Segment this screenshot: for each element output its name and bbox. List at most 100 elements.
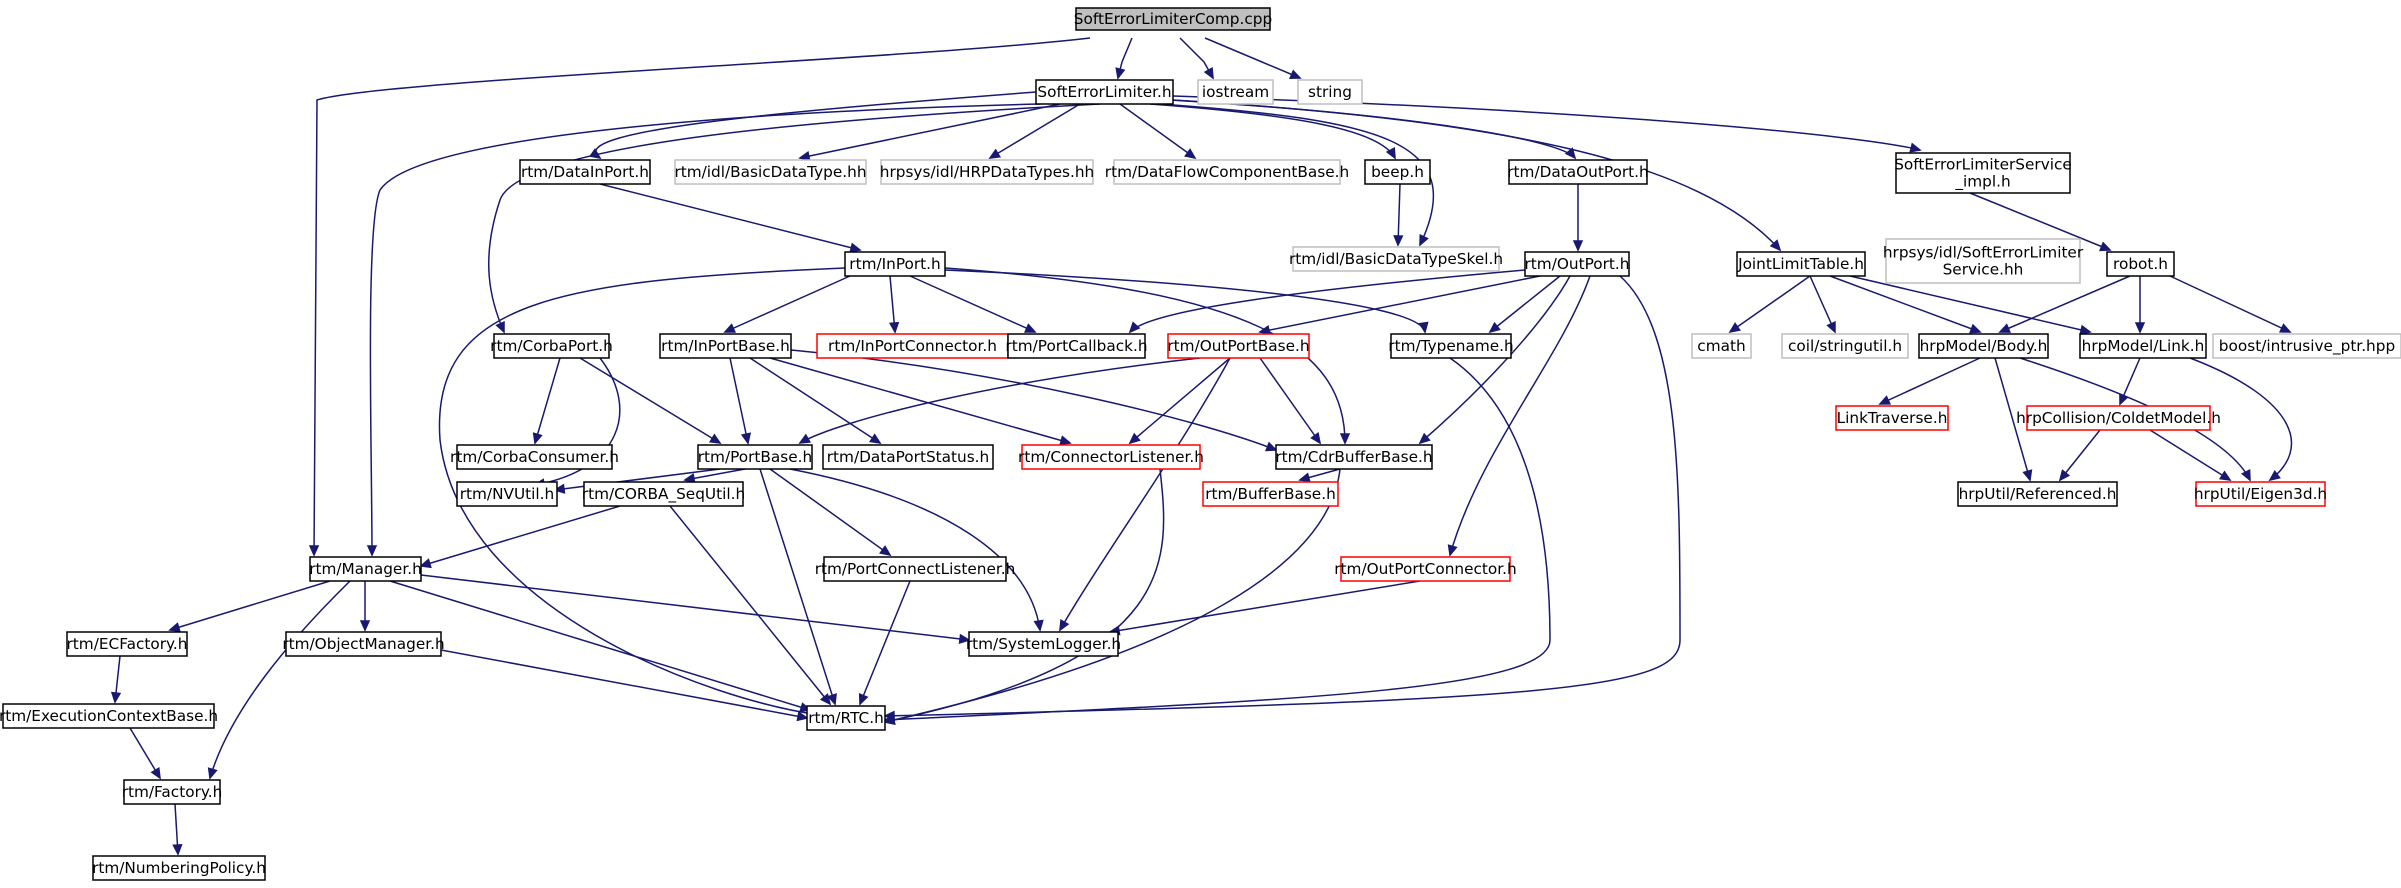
node-hrpdatatypes[interactable]: hrpsys/idl/HRPDataTypes.hh [880, 159, 1094, 185]
node-box [1292, 246, 1500, 272]
node-sequtil[interactable]: rtm/CORBA_SeqUtil.h [582, 481, 745, 507]
node-box [456, 444, 613, 470]
edge-sel-to-basicskel [1159, 103, 1435, 247]
edge-outportconn-to-syslogger [1108, 580, 1421, 636]
node-nvutil[interactable]: rtm/NVUtil.h [456, 481, 558, 507]
node-body[interactable]: hrpModel/Body.h [1918, 333, 2049, 359]
node-box [1075, 7, 1271, 31]
node-outportbase[interactable]: rtm/OutPortBase.h [1167, 333, 1310, 359]
edge-ecbase-to-factory [129, 727, 161, 780]
node-numbering[interactable]: rtm/NumberingPolicy.h [92, 855, 266, 881]
node-seservice[interactable]: SoftErrorLimiterService_impl.h [1894, 152, 2072, 194]
node-portconnlistener[interactable]: rtm/PortConnectListener.h [815, 556, 1016, 582]
node-label: rtm/ECFactory.h [67, 635, 188, 653]
node-basicskel[interactable]: rtm/idl/BasicDataTypeSkel.h [1289, 246, 1503, 272]
node-ecbase[interactable]: rtm/ExecutionContextBase.h [0, 703, 218, 729]
node-datainport[interactable]: rtm/DataInPort.h [519, 159, 651, 185]
node-portcallback[interactable]: rtm/PortCallback.h [1005, 333, 1148, 359]
edge-jointlimit-to-cmath [1728, 275, 1811, 334]
node-coldet[interactable]: hrpCollision/ColdetModel.h [2016, 405, 2221, 431]
node-box [92, 855, 266, 881]
node-stringutil[interactable]: coil/stringutil.h [1781, 333, 1909, 359]
node-corbaconsumer[interactable]: rtm/CorbaConsumer.h [450, 444, 619, 470]
edges [110, 37, 2293, 856]
edge-sel-to-dataoutport [1169, 99, 1577, 160]
node-box [2079, 333, 2207, 359]
node-objmanager[interactable]: rtm/ObjectManager.h [282, 631, 445, 657]
edge-robot-to-intrusive [2169, 275, 2292, 333]
edge-inport-to-inportconn [888, 275, 900, 334]
node-box [1364, 159, 1431, 185]
edge-cdrbuffer-to-rtc [883, 468, 1341, 725]
node-label: SoftErrorLimiter.h [1037, 83, 1171, 101]
node-corbaport[interactable]: rtm/CorbaPort.h [490, 333, 613, 359]
edge-coldet-to-eigen3d [2149, 429, 2232, 481]
node-label: rtm/PortBase.h [698, 448, 812, 466]
node-label: rtm/Manager.h [309, 560, 422, 578]
node-box [2, 703, 215, 729]
node-dataflow[interactable]: rtm/DataFlowComponentBase.h [1105, 159, 1349, 185]
node-label: LinkTraverse.h [1837, 409, 1948, 427]
node-label: rtm/OutPortConnector.h [1334, 560, 1516, 578]
edge-outport-to-cdrbuffer [1418, 275, 1571, 445]
node-referenced[interactable]: hrpUtil/Referenced.h [1957, 481, 2118, 507]
node-box [2195, 481, 2326, 507]
node-inport[interactable]: rtm/InPort.h [844, 251, 946, 277]
edge-inport-to-inportbase [723, 275, 851, 333]
node-box [456, 481, 558, 507]
node-idlbasic[interactable]: rtm/idl/BasicDataType.hh [674, 159, 867, 185]
edge-inportbase-to-dataportstatus [749, 357, 882, 445]
edge-portconnlistener-to-rtc [858, 580, 911, 706]
node-box [806, 705, 886, 731]
node-eigen3d[interactable]: hrpUtil/Eigen3d.h [2194, 481, 2327, 507]
node-dataportstatus[interactable]: rtm/DataPortStatus.h [822, 444, 994, 470]
node-rtc[interactable]: rtm/RTC.h [806, 705, 886, 731]
node-sehh[interactable]: hrpsys/idl/SoftErrorLimiterService.hh [1883, 238, 2084, 284]
node-string[interactable]: string [1297, 79, 1363, 105]
node-label: hrpModel/Body.h [1920, 337, 2048, 355]
node-intrusive[interactable]: boost/intrusive_ptr.hpp [2212, 333, 2401, 359]
node-inportconn[interactable]: rtm/InPortConnector.h [816, 333, 1009, 359]
node-label: iostream [1202, 83, 1269, 101]
node-label: rtm/CorbaPort.h [490, 337, 613, 355]
node-outport[interactable]: rtm/OutPort.h [1524, 251, 1630, 277]
node-root[interactable]: SoftErrorLimiterComp.cpp [1074, 7, 1272, 31]
node-dataoutport[interactable]: rtm/DataOutPort.h [1507, 159, 1649, 185]
node-beep[interactable]: beep.h [1364, 159, 1431, 185]
node-sel[interactable]: SoftErrorLimiter.h [1035, 79, 1174, 105]
node-box [66, 631, 188, 657]
node-inportbase[interactable]: rtm/InPortBase.h [659, 333, 792, 359]
node-bufferbase[interactable]: rtm/BufferBase.h [1202, 481, 1339, 507]
node-connlistener[interactable]: rtm/ConnectorListener.h [1018, 444, 1204, 470]
node-manager[interactable]: rtm/Manager.h [309, 556, 422, 582]
node-box [1918, 333, 2049, 359]
edge-body-to-referenced [1994, 357, 2033, 482]
edge-datainport-to-inport [599, 183, 862, 253]
edge-outport-to-outportconn [1447, 275, 1591, 557]
node-label: rtm/ExecutionContextBase.h [0, 707, 218, 725]
edge-inportbase-to-portbase [729, 357, 752, 445]
node-typename[interactable]: rtm/Typename.h [1388, 333, 1514, 359]
node-box [1202, 481, 1339, 507]
edge-outport-to-outportbase [1258, 275, 1541, 336]
node-iostream[interactable]: iostream [1197, 79, 1274, 105]
node-jointlimit[interactable]: JointLimitTable.h [1736, 251, 1866, 277]
node-link[interactable]: hrpModel/Link.h [2079, 333, 2207, 359]
edge-inport-to-cdrbuffer [944, 267, 1351, 445]
edge-sel-to-idlbasic [798, 103, 1061, 162]
edge-jointlimit-to-link [1849, 275, 2092, 335]
edge-jointlimit-to-body [1829, 275, 1982, 334]
node-linktraverse[interactable]: LinkTraverse.h [1835, 405, 1949, 431]
node-syslogger[interactable]: rtm/SystemLogger.h [966, 631, 1121, 657]
node-box [1885, 238, 2081, 284]
node-cmath[interactable]: cmath [1691, 333, 1752, 359]
node-factory[interactable]: rtm/Factory.h [122, 779, 223, 805]
node-outportconn[interactable]: rtm/OutPortConnector.h [1334, 556, 1517, 582]
node-label: rtm/ConnectorListener.h [1018, 448, 1204, 466]
node-label: rtm/DataInPort.h [521, 163, 649, 181]
node-label: SoftErrorLimiterComp.cpp [1074, 10, 1272, 28]
node-robot[interactable]: robot.h [2106, 251, 2175, 277]
node-portbase[interactable]: rtm/PortBase.h [697, 444, 813, 470]
node-ecfactory[interactable]: rtm/ECFactory.h [66, 631, 188, 657]
node-cdrbuffer[interactable]: rtm/CdrBufferBase.h [1275, 444, 1433, 470]
